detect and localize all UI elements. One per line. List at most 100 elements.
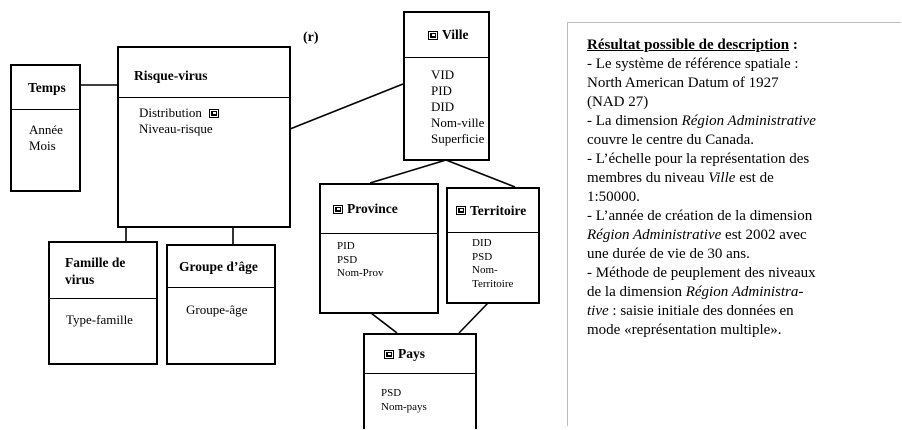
territoire-title: Territoire	[470, 202, 527, 218]
pays-attributes: PSD Nom-pays	[365, 374, 475, 414]
spatial-level-icon	[209, 109, 220, 118]
temps-title: Temps	[28, 79, 66, 95]
province-attributes: PID PSD Nom-Prov	[321, 234, 437, 281]
attribute: PSD	[472, 250, 493, 263]
territoire-header: Territoire	[448, 189, 538, 233]
risque-virus-attributes: Distribution Niveau-risque	[119, 98, 289, 137]
description-line: tive : saisie initiale des données en	[587, 302, 901, 321]
description-panel: Résultat possible de description : - Le …	[567, 22, 901, 426]
description-lines: - Le système de référence spatiale : Nort…	[587, 55, 901, 340]
attribute-text: Distribution	[139, 105, 202, 120]
temps-header: Temps	[12, 66, 79, 110]
connector-ville-province	[369, 159, 447, 184]
ville-level-box[interactable]: Ville VID PID DID Nom-ville Superficie	[403, 11, 490, 161]
pays-header: Pays	[365, 335, 475, 374]
groupe-age-dimension-box[interactable]: Groupe d’âge Groupe-âge	[166, 244, 276, 365]
relationship-label: (r)	[303, 30, 319, 45]
description-line: (NAD 27)	[587, 93, 901, 112]
attribute: DID	[431, 99, 455, 114]
attribute: Mois	[29, 138, 56, 153]
description-line: - Méthode de peuplement des niveaux	[587, 264, 901, 283]
description-text: membres du niveau	[587, 170, 709, 186]
description-line: Région Administrative est 2002 avec	[587, 226, 901, 245]
attribute: Année	[29, 122, 63, 137]
attribute: PID	[431, 83, 452, 98]
attribute: Territoire	[472, 277, 514, 290]
description-text: tive	[587, 303, 609, 319]
spatial-level-icon	[333, 204, 343, 214]
description-text: Région Administra-	[685, 284, 804, 300]
famille-virus-attributes: Type-famille	[50, 299, 156, 328]
pays-title: Pays	[398, 346, 425, 361]
description-line: North American Datum of 1927	[587, 74, 901, 93]
description-text: couvre le centre du Canada.	[587, 132, 754, 148]
province-level-box[interactable]: Province PID PSD Nom-Prov	[319, 183, 439, 314]
territoire-level-box[interactable]: Territoire DID PSD Nom- Territoire	[446, 187, 540, 304]
ville-attributes: VID PID DID Nom-ville Superficie	[405, 58, 488, 147]
temps-dimension-box[interactable]: Temps Année Mois	[10, 64, 81, 192]
attribute: Nom-Prov	[337, 267, 384, 279]
description-line: mode «représentation multiple».	[587, 321, 901, 340]
description-text: 1:50000.	[587, 189, 640, 205]
description-text: Ville	[708, 170, 736, 186]
pays-level-box[interactable]: Pays PSD Nom-pays	[363, 333, 477, 429]
description-line: - L’échelle pour la représentation des	[587, 150, 901, 169]
attribute: Nom-	[472, 264, 498, 276]
connector-territoire-pays	[458, 302, 489, 334]
description-text: - La dimension	[587, 113, 682, 129]
groupe-age-header: Groupe d’âge	[168, 246, 274, 288]
connector-province-pays	[370, 312, 398, 334]
temps-attributes: Année Mois	[12, 110, 79, 154]
connector-risque-ville	[289, 83, 404, 130]
description-line: - La dimension Région Administrative	[587, 112, 901, 131]
famille-virus-header: Famille de virus	[50, 243, 156, 299]
spatial-level-icon	[384, 349, 394, 359]
description-text: mode «représentation multiple».	[587, 322, 782, 338]
attribute: Nom-ville	[431, 115, 485, 130]
description-line: une durée de vie de 30 ans.	[587, 245, 901, 264]
province-header: Province	[321, 185, 437, 234]
description-text: Région Administrative	[681, 113, 816, 129]
ville-header: Ville	[405, 13, 488, 58]
spatial-level-icon	[428, 30, 438, 40]
description-line: de la dimension Région Administra-	[587, 283, 901, 302]
description-line: 1:50000.	[587, 188, 901, 207]
description-heading: Résultat possible de description :	[587, 36, 901, 55]
province-title: Province	[347, 201, 398, 216]
famille-virus-dimension-box[interactable]: Famille de virus Type-famille	[48, 241, 158, 365]
attribute: Type-famille	[66, 312, 133, 327]
description-text: North American Datum of 1927	[587, 75, 779, 91]
description-text: - Méthode de peuplement des niveaux	[587, 265, 816, 281]
attribute: PSD	[381, 387, 402, 399]
description-text: est 2002 avec	[721, 227, 807, 243]
attribute: Superficie	[431, 131, 485, 146]
description-text: est de	[735, 170, 774, 186]
description-text: - L’échelle pour la représentation des	[587, 151, 810, 167]
attribute: Groupe-âge	[186, 302, 248, 317]
ville-title: Ville	[442, 27, 469, 42]
attribute: Distribution	[139, 105, 289, 121]
description-text: - Le système de référence spatiale :	[587, 56, 799, 72]
connector-ville-territoire	[445, 159, 516, 188]
attribute: PSD	[337, 253, 358, 266]
attribute: DID	[472, 237, 492, 249]
attribute: VID	[431, 67, 455, 82]
description-title-colon: :	[789, 37, 798, 53]
description-text: de la dimension	[587, 284, 686, 300]
description-text: - L’année de création de la dimension	[587, 208, 813, 224]
attribute: PID	[337, 240, 355, 252]
description-line: membres du niveau Ville est de	[587, 169, 901, 188]
spatial-level-icon	[456, 206, 466, 215]
attribute: Niveau-risque	[139, 121, 213, 136]
groupe-age-attributes: Groupe-âge	[168, 288, 274, 318]
description-text: une durée de vie de 30 ans.	[587, 246, 750, 262]
description-line: - Le système de référence spatiale :	[587, 55, 901, 74]
attribute: Nom-pays	[381, 400, 427, 413]
description-text: (NAD 27)	[587, 94, 649, 110]
description-text: Région Administrative	[587, 227, 722, 243]
risque-virus-fact-box[interactable]: Risque-virus Distribution Niveau-risque	[117, 46, 291, 228]
description-text: : saisie initiale des données en	[608, 303, 794, 319]
risque-virus-header: Risque-virus	[119, 48, 289, 98]
territoire-attributes: DID PSD Nom- Territoire	[448, 233, 538, 291]
